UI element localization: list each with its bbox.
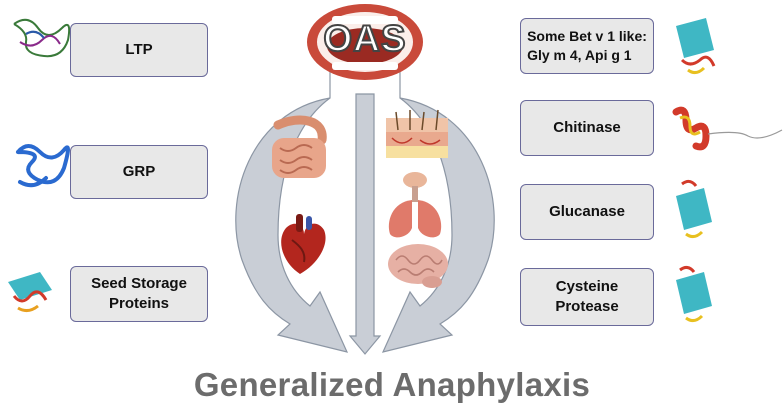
right-curved-arrow [381,68,495,353]
allergen-label: Chitinase [553,118,621,136]
protein-structure-icon [676,179,712,239]
allergen-box-chitinase: Chitinase [520,100,654,156]
allergen-label: Some Bet v 1 like: Gly m 4, Api g 1 [527,28,647,63]
protein-structure-icon [676,265,712,323]
protein-structure-icon [676,18,716,75]
heart-icon [281,214,326,274]
left-curved-arrow [235,68,349,353]
allergen-box-glucanase: Glucanase [520,184,654,240]
allergen-box-grp: GRP [70,145,208,199]
allergen-label: GRP [122,162,156,180]
brain-icon [388,244,448,288]
mouth-icon [307,4,423,80]
protein-structure-icon [16,144,70,188]
diagram-title: Generalized Anaphylaxis [193,366,591,403]
skin-icon [386,109,448,158]
intestine-icon [272,115,327,178]
protein-structure-icon [8,272,52,313]
allergen-box-ltp: LTP [70,23,208,77]
allergen-label: Seed Storage Proteins [91,274,187,312]
allergen-box-seed-storage-proteins: Seed Storage Proteins [70,266,208,322]
center-down-arrow [348,93,382,355]
oas-label: OAS [322,17,407,60]
protein-structure-icon [672,106,783,151]
protein-structure-icon [13,18,71,58]
allergen-box-cysteine-protease: Cysteine Protease [520,268,654,326]
allergen-box-bet-v-1-like: Some Bet v 1 like: Gly m 4, Api g 1 [520,18,654,74]
allergen-label: Cysteine Protease [555,277,619,315]
lungs-icon [388,172,442,238]
allergen-label: Glucanase [549,202,625,220]
allergen-label: LTP [125,40,153,58]
